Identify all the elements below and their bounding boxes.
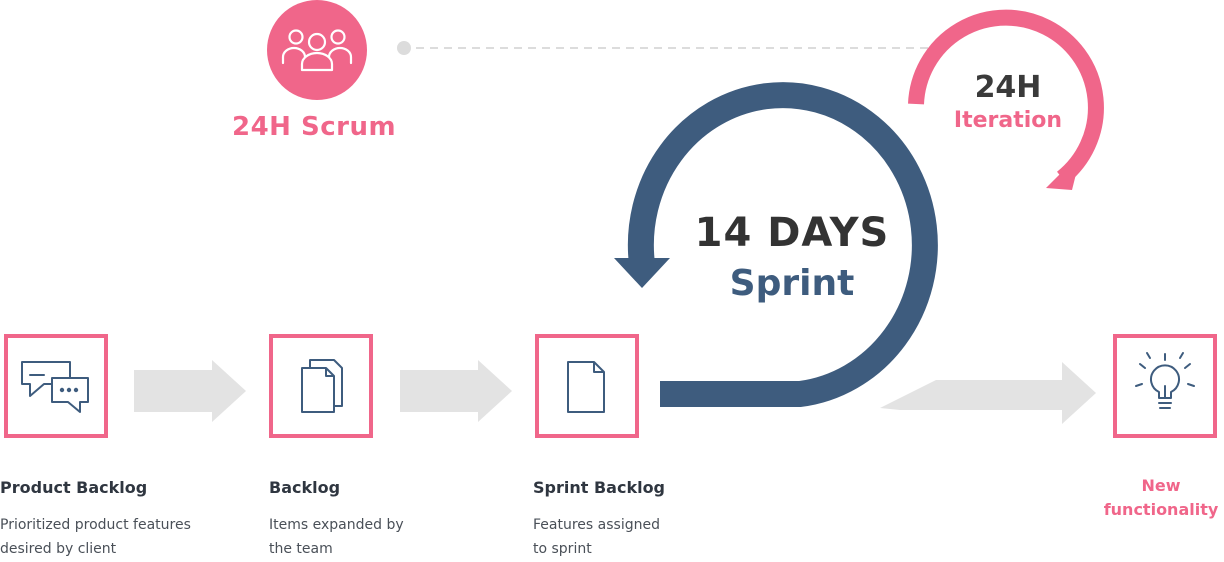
arrow-3 [880, 362, 1096, 424]
output-new-functionality-box [1113, 334, 1217, 438]
process-arrows [134, 360, 1096, 424]
chat-bubbles-icon [21, 361, 89, 413]
iteration-subtitle: Iteration [953, 108, 1063, 133]
output-label-line: New [1141, 476, 1181, 495]
stage-title-backlog: Backlog [269, 478, 341, 497]
documents-icon [301, 359, 343, 413]
stage-desc-line: Prioritized product features [0, 517, 191, 533]
lightbulb-icon [1135, 352, 1195, 409]
sprint-subtitle: Sprint [729, 263, 855, 304]
arrow-2 [400, 360, 512, 422]
document-icon [567, 361, 605, 413]
stage-desc-product-backlog: Prioritized product features desired by … [0, 513, 230, 561]
stage-desc-line: Features assigned [533, 517, 660, 533]
stage-desc-backlog: Items expanded by the team [269, 513, 469, 561]
stage-desc-line: Items expanded by [269, 517, 404, 533]
iteration-arrowhead [1046, 150, 1082, 190]
stage-desc-line: the team [269, 541, 333, 557]
team-icon [281, 29, 353, 72]
stage-title-sprint-backlog: Sprint Backlog [533, 478, 666, 497]
iteration-loop [908, 9, 1104, 190]
stage-desc-line: to sprint [533, 541, 592, 557]
iteration-arc [908, 9, 1104, 185]
stage-desc-sprint-backlog: Features assigned to sprint [533, 513, 733, 561]
scrum-connector [397, 41, 930, 55]
output-label-line: functionality [1103, 500, 1219, 519]
scrum-team-badge [267, 0, 367, 100]
sprint-title: 14 DAYS [694, 210, 890, 256]
stage-product-backlog-box [4, 334, 108, 438]
sprint-arrowhead [614, 258, 670, 288]
connector-dot [397, 41, 411, 55]
sprint-arc [627, 82, 938, 407]
scrum-label: 24H Scrum [232, 112, 397, 142]
stage-backlog-box [269, 334, 373, 438]
output-label: New functionality [1098, 474, 1224, 522]
stage-title-product-backlog: Product Backlog [0, 478, 148, 497]
arrow-1 [134, 360, 246, 422]
sprint-loop [614, 82, 938, 407]
stage-sprint-backlog-box [535, 334, 639, 438]
stage-desc-line: desired by client [0, 541, 117, 557]
iteration-title: 24H [974, 70, 1042, 105]
